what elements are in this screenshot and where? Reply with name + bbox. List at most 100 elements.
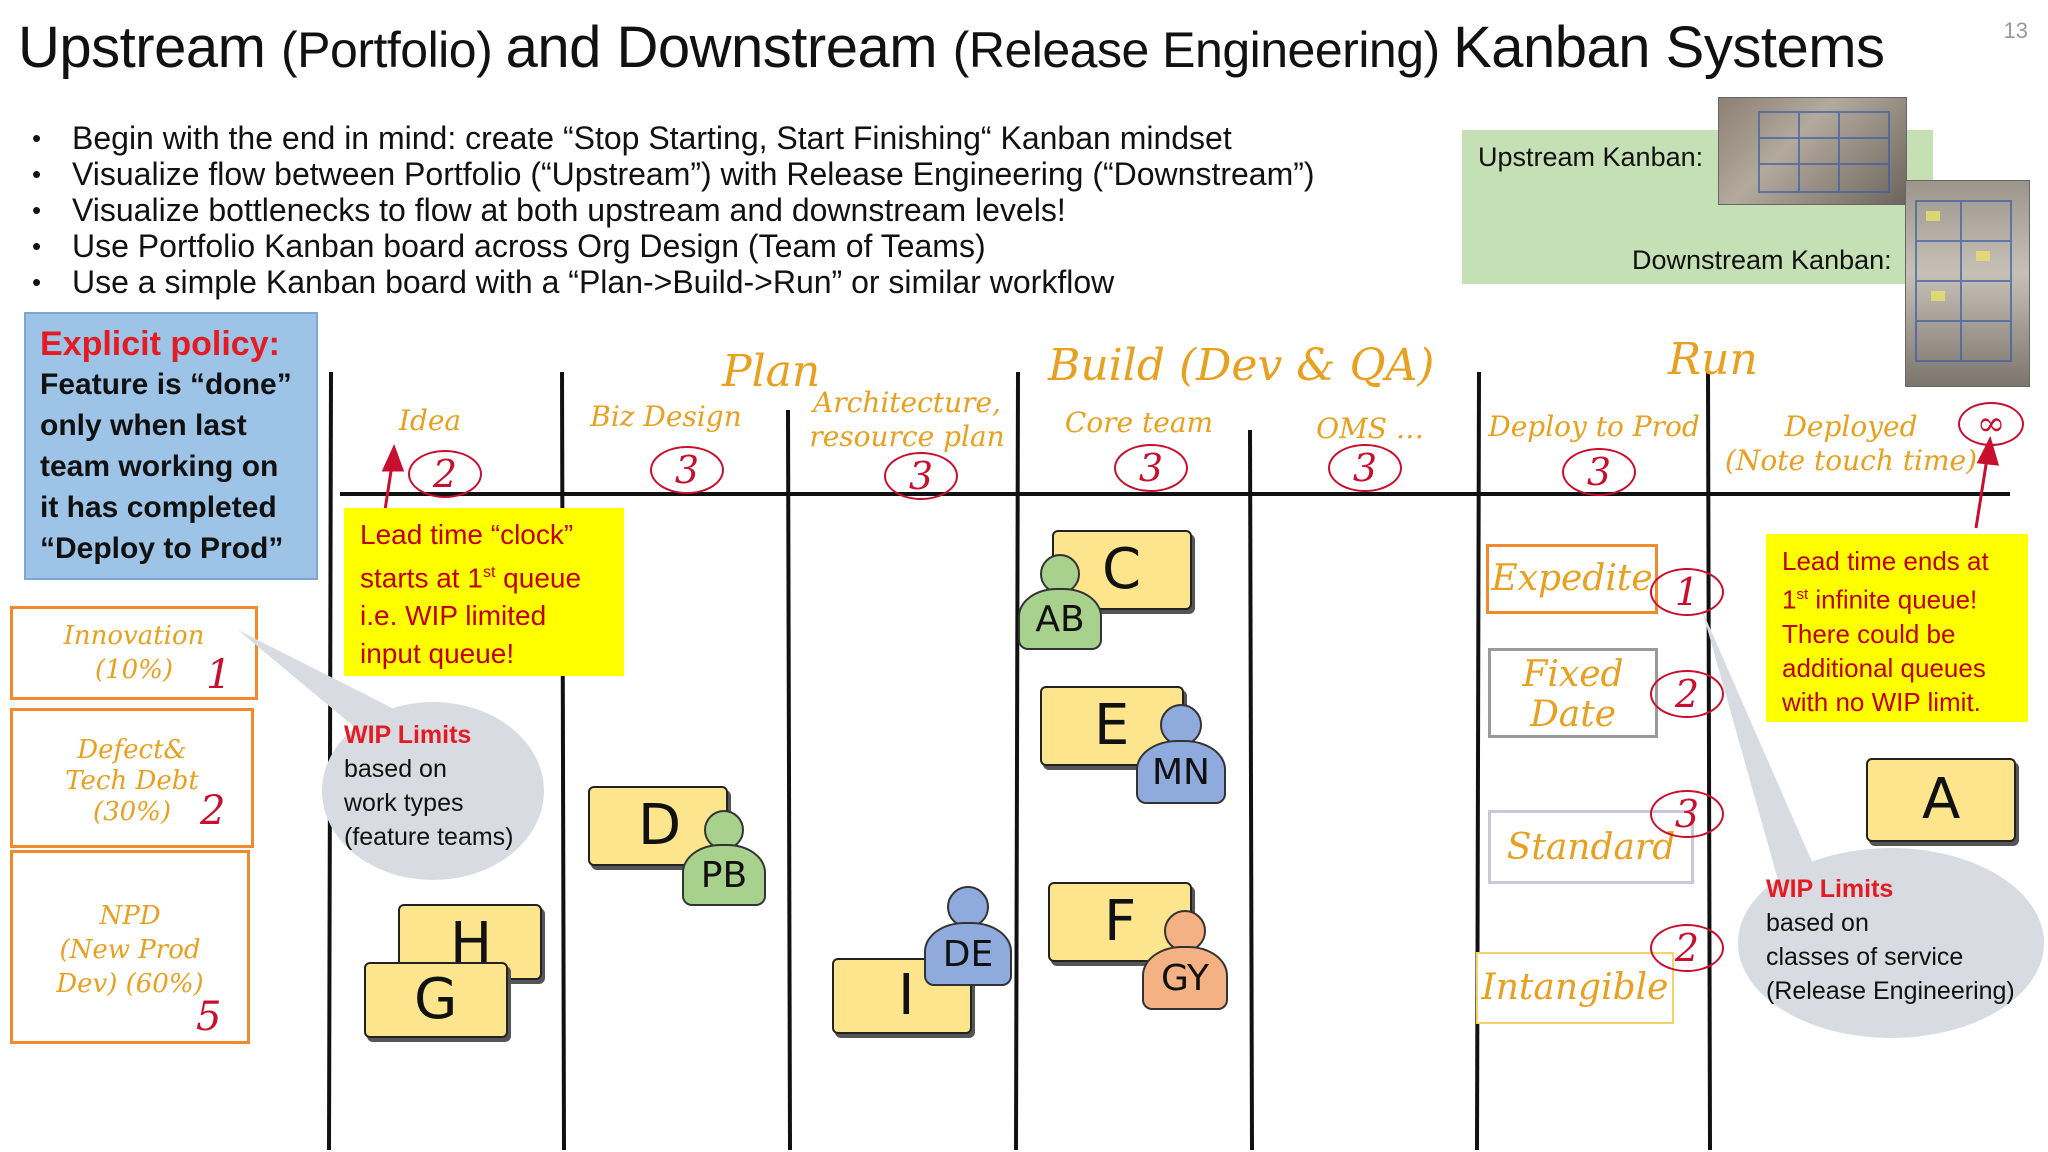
person-initials: MN xyxy=(1136,740,1226,804)
bubble-line: based on xyxy=(1766,909,1869,937)
wip-bubble-classes-text: WIP Limits based on classes of service (… xyxy=(1766,872,2015,1008)
policy-line: it has completed xyxy=(40,491,277,524)
column-architecture-line1: Architecture, xyxy=(813,386,1001,419)
bubble-title: WIP Limits xyxy=(344,721,472,749)
column-divider xyxy=(1014,371,1020,1151)
team-member-pb[interactable]: PB xyxy=(682,810,766,906)
person-initials: DE xyxy=(924,922,1012,986)
wip-limit-oms: 3 xyxy=(1328,444,1402,492)
phase-build: Build (Dev & QA) xyxy=(1048,340,1435,391)
person-initials: AB xyxy=(1018,588,1102,650)
note-line: i.e. WIP limited xyxy=(360,600,547,632)
arrow-head-icon xyxy=(381,444,405,472)
class-fixed-date: Fixed Date xyxy=(1488,648,1658,738)
wip-bubble-work-types xyxy=(322,702,544,880)
lead-time-end-arrow xyxy=(1974,451,1990,529)
note-line: There could be xyxy=(1782,618,1956,649)
note-line: additional queues xyxy=(1782,652,1986,683)
bubble-line: based on xyxy=(344,755,447,783)
bullet-item: Use a simple Kanban board with a “Plan->… xyxy=(32,264,1315,300)
card-a[interactable]: A xyxy=(1866,758,2016,842)
bullet-item: Visualize flow between Portfolio (“Upstr… xyxy=(32,156,1315,192)
lead-time-end-note: Lead time ends at 1st infinite queue! Th… xyxy=(1766,534,2028,722)
card-label: D xyxy=(638,793,682,858)
work-type-npd: NPD (New Prod Dev) (60%) xyxy=(10,850,250,1044)
column-architecture: Architecture, resource plan xyxy=(800,386,1014,454)
wip-limit-intangible: 2 xyxy=(1650,924,1724,972)
column-architecture-line2: resource plan xyxy=(809,420,1005,453)
column-idea: Idea xyxy=(398,404,462,437)
policy-line: team working on xyxy=(40,450,279,483)
phase-run: Run xyxy=(1668,334,1758,385)
work-type-innovation: Innovation (10%) xyxy=(10,606,258,700)
card-label: A xyxy=(1922,767,1961,832)
photo-placeholder-icon xyxy=(1915,200,2012,362)
bubble-line: (Release Engineering) xyxy=(1766,977,2015,1005)
team-member-gy[interactable]: GY xyxy=(1142,910,1228,1010)
title-end: Kanban Systems xyxy=(1453,15,1885,80)
wip-limit-innovation: 1 xyxy=(206,652,232,698)
title-portfolio: (Portfolio) xyxy=(281,22,506,78)
column-deployed: Deployed (Note touch time) xyxy=(1716,410,1986,478)
person-head-icon xyxy=(947,886,989,928)
work-type-label: Dev) (60%) xyxy=(56,969,204,999)
team-member-de[interactable]: DE xyxy=(924,886,1012,986)
column-deployed-line1: Deployed xyxy=(1784,410,1918,443)
team-member-ab[interactable]: AB xyxy=(1018,554,1102,650)
column-divider xyxy=(1248,429,1254,1151)
policy-title: Explicit policy: xyxy=(40,325,280,363)
card-g[interactable]: G xyxy=(364,962,508,1038)
person-head-icon xyxy=(1164,910,1206,952)
wip-limit-infinite: ∞ xyxy=(1958,402,2024,446)
bubble-line: work types xyxy=(344,789,464,817)
person-initials: PB xyxy=(682,844,766,906)
note-line: input queue! xyxy=(360,638,515,670)
note-line: starts at 1st queue xyxy=(360,554,608,597)
card-label: E xyxy=(1094,693,1130,758)
work-type-label: (10%) xyxy=(94,655,174,685)
note-line: Lead time ends at xyxy=(1782,546,1989,576)
column-divider xyxy=(560,371,566,1151)
wip-limit-fixed-date: 2 xyxy=(1650,670,1724,718)
column-biz-design: Biz Design xyxy=(590,400,742,433)
wip-bubble-work-types-text: WIP Limits based on work types (feature … xyxy=(344,718,514,854)
bubble-line: classes of service xyxy=(1766,943,1964,971)
work-type-label: Tech Debt xyxy=(65,766,199,796)
policy-line: Feature is “done” xyxy=(40,368,292,401)
note-line: with no WIP limit. xyxy=(1782,686,1981,717)
photo-placeholder-icon xyxy=(1758,111,1890,193)
bubble-tail-right xyxy=(1702,610,1820,880)
work-type-label: Defect& xyxy=(77,735,187,765)
column-core-team: Core team xyxy=(1064,406,1214,439)
lead-time-start-note: Lead time “clock” starts at 1st queue i.… xyxy=(344,508,624,676)
class-expedite: Expedite xyxy=(1486,544,1658,614)
card-label: F xyxy=(1104,889,1137,954)
slide-title: Upstream (Portfolio) and Downstream (Rel… xyxy=(18,14,1885,81)
bullet-item: Use Portfolio Kanban board across Org De… xyxy=(32,228,1315,264)
policy-line: only when last xyxy=(40,409,247,442)
phase-plan: Plan xyxy=(722,346,821,397)
title-main: Upstream xyxy=(18,15,282,80)
work-type-label: (30%) xyxy=(92,797,172,827)
person-initials: GY xyxy=(1142,946,1228,1010)
title-release-engineering: (Release Engineering) xyxy=(952,22,1454,78)
class-intangible: Intangible xyxy=(1476,952,1674,1024)
card-label: C xyxy=(1102,537,1142,602)
wip-limit-idea: 2 xyxy=(408,450,482,498)
wip-limit-npd: 5 xyxy=(196,994,222,1040)
team-member-mn[interactable]: MN xyxy=(1136,704,1226,804)
note-text: starts at 1 xyxy=(360,562,483,594)
explicit-policy-box: Explicit policy: Feature is “done” only … xyxy=(24,312,318,580)
column-divider xyxy=(786,409,792,1151)
class-label: Fixed xyxy=(1522,654,1624,695)
work-type-label: NPD xyxy=(99,901,161,931)
note-text: 1 xyxy=(1782,584,1797,615)
upstream-kanban-photo xyxy=(1718,97,1907,205)
bubble-tail-left xyxy=(238,630,400,740)
wip-limit-deploy-to-prod: 3 xyxy=(1562,448,1636,496)
wip-limit-expedite: 1 xyxy=(1650,568,1724,616)
work-type-label: Innovation xyxy=(63,621,205,651)
policy-line: “Deploy to Prod” xyxy=(40,532,284,565)
wip-bubble-classes-of-service xyxy=(1738,848,2044,1038)
